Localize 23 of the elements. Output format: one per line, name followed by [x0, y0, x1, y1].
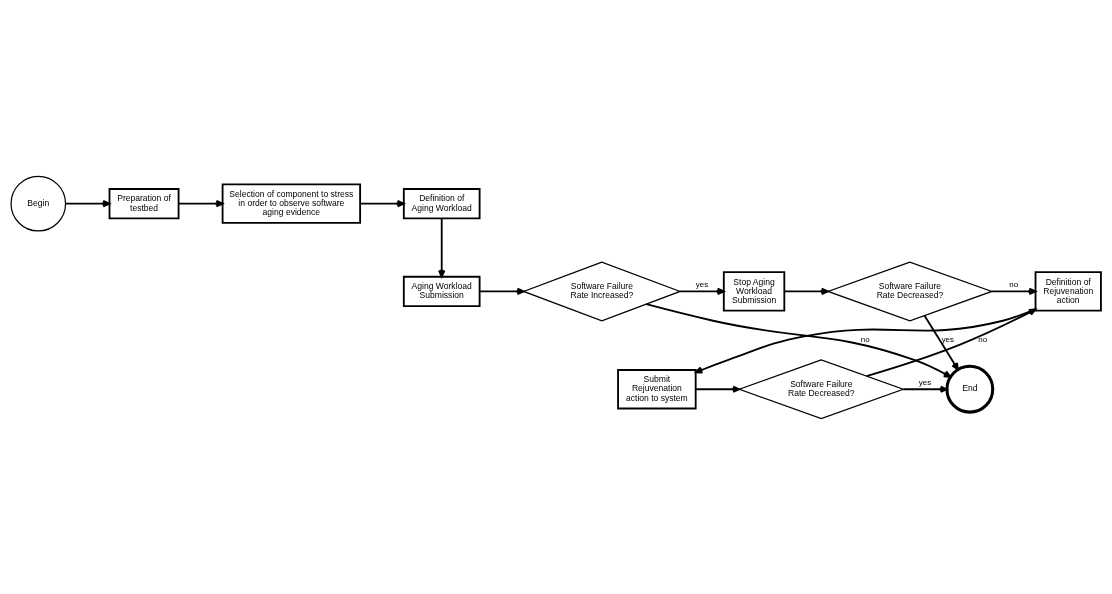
arrow — [679, 287, 725, 295]
node-diamond: Software Failure Rate Decreased? — [826, 260, 994, 321]
arrow — [923, 314, 959, 370]
arrow — [694, 385, 741, 393]
arrow — [478, 287, 525, 295]
node-box: Definition of Aging Workload — [402, 187, 481, 219]
node-box: Preparation of testbed — [108, 187, 180, 219]
node-circle: End — [945, 364, 995, 414]
arrow — [990, 287, 1037, 295]
node-box: Selection of component to stress in order to observe software aging evidence — [221, 183, 362, 224]
node-diamond: Software Failure Rate Increased? — [521, 260, 682, 321]
arrow — [438, 216, 446, 278]
node-diamond: Software Failure Rate Decreased? — [737, 358, 905, 419]
node-box: Submit Rejuvenation action to system — [617, 368, 697, 409]
arrow — [177, 199, 224, 207]
arrow — [783, 287, 829, 295]
node-box: Definition of Rejuvenation action — [1034, 270, 1102, 312]
node-box: Stop Aging Workload Submission — [722, 270, 786, 312]
arrow — [645, 302, 952, 378]
node-circle: Begin — [10, 175, 67, 232]
arrow — [64, 199, 111, 207]
arrow — [359, 199, 405, 207]
node-box: Aging Workload Submission — [402, 275, 481, 307]
